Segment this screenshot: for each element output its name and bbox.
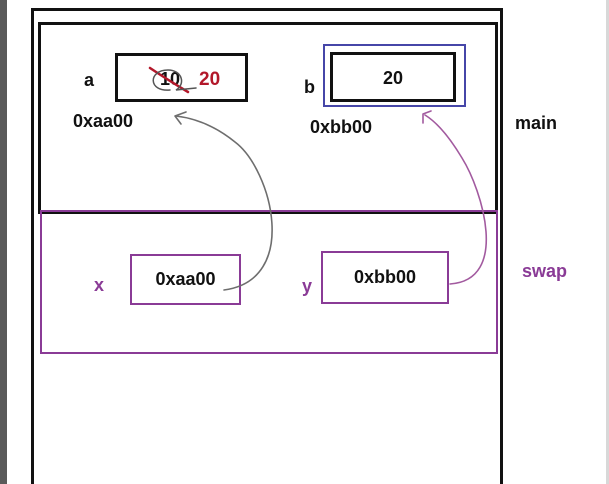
variable-y-label: y xyxy=(302,276,313,296)
variable-b-highlight xyxy=(323,44,466,107)
main-frame-label: main xyxy=(515,113,558,133)
variable-y-value: 0xbb00 xyxy=(353,267,417,287)
variable-a-new-value: 20 xyxy=(199,69,221,90)
swap-frame-label: swap xyxy=(522,261,568,281)
variable-b-value: 20 xyxy=(382,68,404,88)
right-edge-shade xyxy=(606,0,609,484)
variable-a-old-value: 10 xyxy=(160,69,181,89)
variable-a-label: a xyxy=(84,70,95,90)
variable-a-address: 0xaa00 xyxy=(73,111,134,131)
variable-x-value: 0xaa00 xyxy=(155,269,216,289)
variable-a-box xyxy=(115,53,248,102)
variable-b-address: 0xbb00 xyxy=(310,117,373,137)
variable-x-box: 0xaa00 xyxy=(130,254,241,305)
stack-outline xyxy=(31,8,503,484)
variable-b-label: b xyxy=(304,77,315,97)
variable-b-box: 20 xyxy=(330,52,456,102)
left-edge-shade xyxy=(0,0,7,484)
variable-x-label: x xyxy=(94,275,105,295)
variable-y-box: 0xbb00 xyxy=(321,251,449,304)
